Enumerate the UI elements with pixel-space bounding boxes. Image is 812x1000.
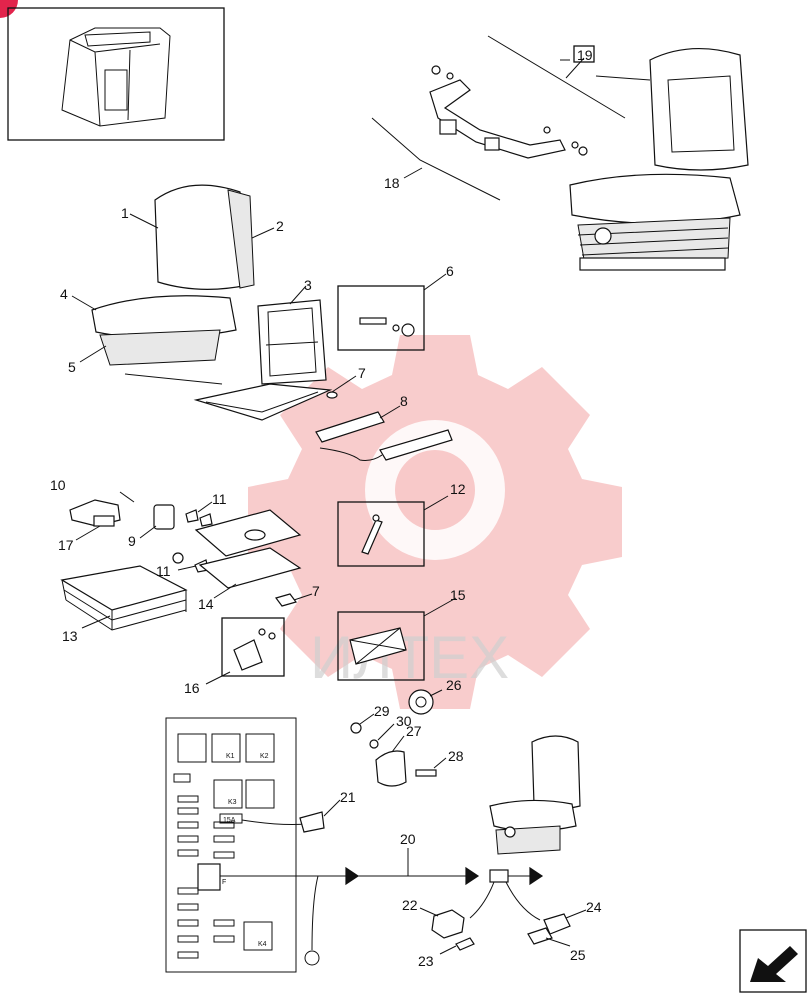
connector-f-label: F xyxy=(222,879,226,886)
small-parts-left xyxy=(69,499,213,573)
callout-2: 2 xyxy=(276,218,284,234)
callout-18: 18 xyxy=(384,175,400,191)
callout-23: 23 xyxy=(418,953,434,969)
callout-1: 1 xyxy=(121,205,129,221)
callout-29: 29 xyxy=(374,703,390,719)
kit-15-parts xyxy=(349,627,407,665)
callout-4: 4 xyxy=(60,286,68,302)
fuse-rating: 15A xyxy=(223,817,236,824)
bellows-cover xyxy=(60,565,188,631)
callout-3: 3 xyxy=(304,277,312,293)
callout-19: 19 xyxy=(577,47,593,63)
hardware-parts xyxy=(350,689,437,787)
seat-belt xyxy=(371,35,626,201)
callout-11a: 11 xyxy=(212,491,227,507)
callout-30: 30 xyxy=(396,713,412,729)
callout-10: 10 xyxy=(50,477,66,493)
callout-13: 13 xyxy=(62,628,78,644)
callout-25: 25 xyxy=(570,947,586,963)
relay-k3-label: K3 xyxy=(228,799,237,806)
callout-8: 8 xyxy=(400,393,408,409)
callout-26: 26 xyxy=(446,677,462,693)
watermark-text: ИЛТЕХ xyxy=(310,624,509,691)
callout-7a: 7 xyxy=(358,365,366,381)
callout-14: 14 xyxy=(198,596,214,612)
callout-24: 24 xyxy=(586,899,602,915)
kit-12-parts xyxy=(361,514,383,555)
callout-5: 5 xyxy=(68,359,76,375)
kit-box-6 xyxy=(337,285,425,351)
seat-assembly-bottom xyxy=(489,735,581,855)
relay-k4-label: K4 xyxy=(258,941,267,948)
seat-slide-rails xyxy=(315,391,453,461)
leader-lines xyxy=(71,57,651,955)
callout-22: 22 xyxy=(402,897,418,913)
kit-box-12 xyxy=(337,501,425,567)
relay-k2-label: K2 xyxy=(260,753,269,760)
kit-16-parts xyxy=(233,628,276,671)
callout-11b: 11 xyxy=(156,563,171,579)
callout-6: 6 xyxy=(446,263,454,279)
callout-28: 28 xyxy=(448,748,464,764)
corner-badge xyxy=(0,0,18,18)
callout-21: 21 xyxy=(340,789,356,805)
callout-7b: 7 xyxy=(312,583,320,599)
callout-19-frame xyxy=(573,45,595,63)
relay-k1-label: K1 xyxy=(226,753,235,760)
seat-backrest xyxy=(154,184,255,290)
callout-labels: 1 2 3 4 5 6 7 7 8 9 10 11 11 12 13 14 15… xyxy=(50,45,602,969)
seat-frame xyxy=(193,299,333,421)
callout-16: 16 xyxy=(184,680,200,696)
kit-6-parts xyxy=(359,317,415,337)
navigation-arrow-icon xyxy=(739,929,807,993)
kit-box-16 xyxy=(221,617,285,677)
connectors xyxy=(431,909,571,951)
cab-thumbnail xyxy=(7,7,225,141)
callout-15: 15 xyxy=(450,587,466,603)
callout-20: 20 xyxy=(400,831,416,847)
callout-27: 27 xyxy=(406,723,422,739)
fuse-slots xyxy=(177,795,235,959)
fuse-relay-panel: 15A K1 K2 K3 K4 F xyxy=(165,717,348,973)
seat-assembly-top xyxy=(569,48,749,271)
seat-cushion xyxy=(91,295,237,385)
kit-box-15 xyxy=(337,611,425,681)
callout-9: 9 xyxy=(128,533,136,549)
suspension-plates xyxy=(194,509,302,607)
callout-12: 12 xyxy=(450,481,466,497)
wiring-harness xyxy=(345,866,544,921)
callout-17: 17 xyxy=(58,537,74,553)
